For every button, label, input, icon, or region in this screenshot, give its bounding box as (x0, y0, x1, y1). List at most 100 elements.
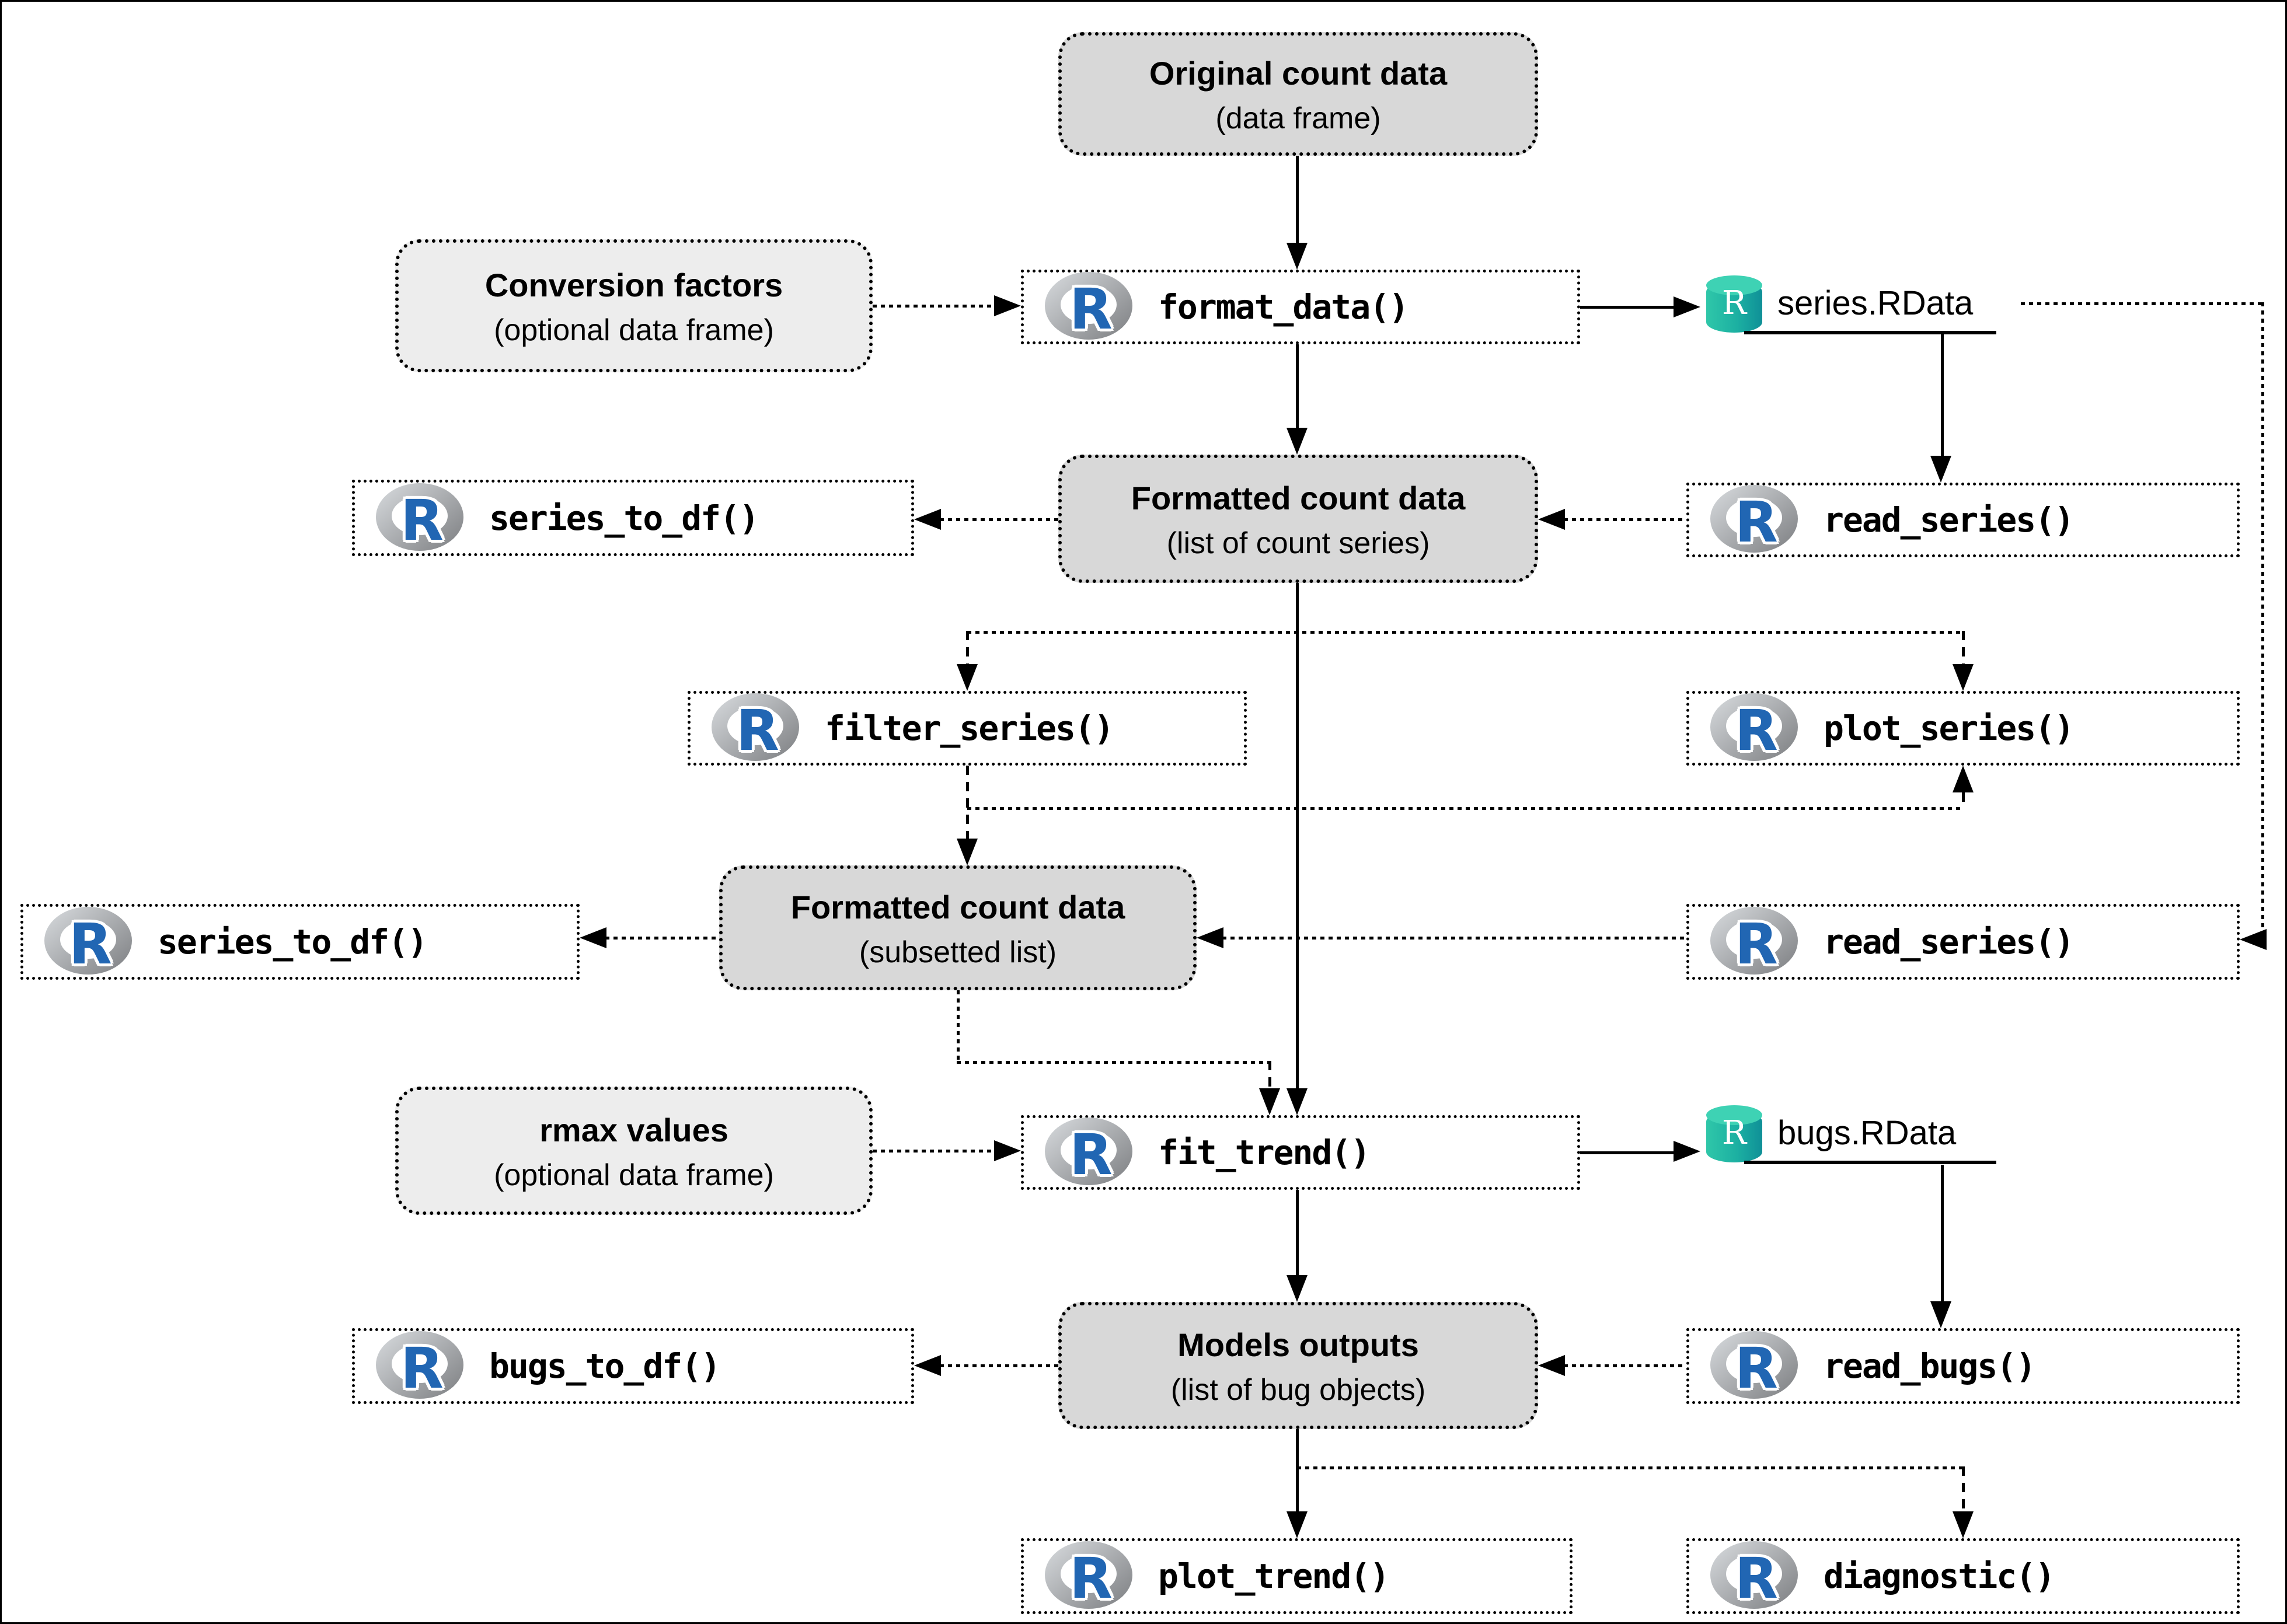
node-plot-series: R plot_series() (1686, 691, 2240, 766)
edge-filterseries-to-subset (966, 766, 969, 839)
arrowhead (914, 1355, 941, 1376)
arrowhead (1197, 927, 1223, 948)
function-label: series_to_df() (158, 922, 428, 962)
arrowhead (994, 295, 1021, 316)
node-subtitle: (optional data frame) (494, 313, 774, 347)
arrowhead (1287, 243, 1308, 270)
node-title: Formatted count data (790, 888, 1125, 925)
node-series-to-df-1: R series_to_df() (352, 480, 914, 556)
arrowhead (957, 664, 978, 691)
node-filter-series: R filter_series() (688, 691, 1247, 766)
r-logo-icon: R (1710, 1541, 1798, 1611)
arrowhead (1674, 1141, 1700, 1162)
arrowhead (1287, 1275, 1308, 1302)
node-subtitle: (optional data frame) (494, 1158, 774, 1192)
edge-conversion-to-format (873, 305, 995, 308)
function-label: fit_trend() (1158, 1133, 1371, 1172)
node-format-data: R format_data() (1021, 270, 1580, 344)
edge-original-to-format (1296, 156, 1299, 243)
r-logo-icon: R (1045, 1541, 1132, 1611)
edge-subset-to-fittrend (957, 1061, 1270, 1064)
edge-seriesrdata-to-readseries1 (1941, 334, 1944, 457)
edge-to-filterseries (966, 631, 969, 664)
arrowhead (1953, 1511, 1974, 1538)
arrowhead (1930, 456, 1951, 483)
arrowhead (1953, 766, 1974, 792)
edge-filterseries-to-plotseries (1962, 792, 1965, 808)
node-subtitle: (list of bug objects) (1170, 1372, 1426, 1407)
node-original-count-data: Original count data (data frame) (1058, 32, 1538, 156)
arrowhead (914, 509, 941, 530)
edge-readseries2-to-subset (1222, 937, 1686, 940)
node-plot-trend: R plot_trend() (1021, 1538, 1573, 1614)
r-logo-icon: R (376, 483, 463, 553)
node-models-outputs: Models outputs (list of bug objects) (1058, 1302, 1538, 1429)
edge-models-to-plottrend (1296, 1429, 1299, 1511)
file-label-series-rdata: series.RData (1777, 284, 1974, 322)
rdata-cylinder-icon: R (1706, 275, 1762, 336)
node-diagnostic: R diagnostic() (1686, 1538, 2240, 1614)
edge-fittrend-to-bugsrdata (1580, 1151, 1674, 1154)
arrowhead (2240, 929, 2267, 950)
node-title: Conversion factors (484, 266, 783, 303)
node-bugs-to-df: R bugs_to_df() (352, 1328, 914, 1404)
node-fit-trend: R fit_trend() (1021, 1115, 1580, 1190)
r-logo-icon: R (1710, 693, 1798, 763)
edge-seriesrdata-to-readseries2 (2021, 302, 2264, 305)
r-logo-icon: R (1710, 907, 1798, 977)
edge-models-to-diagnostic (1962, 1466, 1965, 1511)
node-subtitle: (data frame) (1215, 101, 1381, 135)
edge-readseries1-to-formatted (1564, 518, 1686, 521)
arrowhead (1674, 296, 1700, 317)
rdata-cylinder-icon: R (1706, 1105, 1762, 1166)
function-label: filter_series() (825, 708, 1114, 748)
edge-formatted-to-seriestodf1 (940, 518, 1058, 521)
edge-models-to-bugstodf (940, 1364, 1058, 1367)
edge-filterseries-to-plotseries (967, 807, 1963, 810)
node-series-to-df-2: R series_to_df() (20, 904, 580, 980)
arrowhead (1538, 1355, 1565, 1376)
node-title: Formatted count data (1131, 479, 1466, 516)
node-formatted-subset: Formatted count data (subsetted list) (719, 865, 1197, 990)
edge-formatted-branch (967, 631, 1963, 634)
node-conversion-factors: Conversion factors (optional data frame) (395, 239, 873, 372)
node-read-series-1: R read_series() (1686, 483, 2240, 557)
node-read-series-2: R read_series() (1686, 904, 2240, 980)
arrowhead (580, 927, 606, 948)
r-logo-icon: R (1710, 485, 1798, 555)
edge-subset-to-seriestodf2 (605, 937, 719, 940)
edge-bugsrdata-to-readbugs (1941, 1165, 1944, 1301)
r-logo-icon: R (1710, 1331, 1798, 1401)
arrowhead (1538, 509, 1565, 530)
arrowhead (1930, 1301, 1951, 1328)
arrowhead (994, 1140, 1021, 1161)
r-logo-icon: R (376, 1331, 463, 1401)
arrowhead (1287, 428, 1308, 455)
arrowhead (957, 839, 978, 865)
function-label: read_series() (1824, 922, 2075, 962)
node-title: Models outputs (1177, 1326, 1419, 1363)
function-label: series_to_df() (489, 498, 759, 538)
function-label: diagnostic() (1824, 1556, 2055, 1596)
r-logo-icon: R (712, 693, 799, 763)
arrowhead (1259, 1088, 1280, 1115)
function-label: plot_trend() (1158, 1556, 1390, 1596)
arrowhead (1953, 664, 1974, 691)
node-read-bugs: R read_bugs() (1686, 1328, 2240, 1404)
node-subtitle: (subsetted list) (859, 935, 1057, 969)
edge-fittrend-to-models (1296, 1190, 1299, 1275)
arrowhead (1287, 1088, 1308, 1115)
r-logo-icon: R (1045, 272, 1132, 342)
edge-to-plotseries (1962, 631, 1965, 664)
node-rmax-values: rmax values (optional data frame) (395, 1087, 873, 1215)
edge-readbugs-to-models (1564, 1364, 1686, 1367)
edge-rmax-to-fittrend (873, 1150, 995, 1152)
edge-seriesrdata-to-readseries2 (2261, 302, 2264, 940)
arrowhead (1287, 1511, 1308, 1538)
file-underline (1744, 331, 1996, 334)
node-formatted-count-data: Formatted count data (list of count seri… (1058, 455, 1538, 583)
edge-models-to-diagnostic (1297, 1466, 1963, 1469)
edge-subset-to-fittrend (1268, 1061, 1271, 1088)
r-logo-icon: R (44, 907, 132, 977)
node-title: Original count data (1149, 54, 1448, 92)
